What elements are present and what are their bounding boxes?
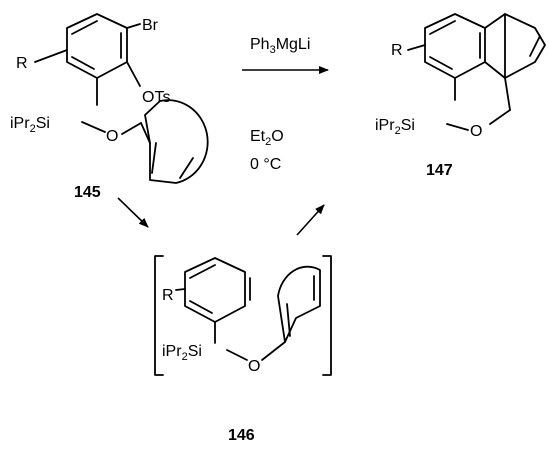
benzene-ring-145 (34, 13, 141, 106)
compound-label-147: 147 (426, 162, 453, 179)
cycloheptadiene-ring-146 (261, 265, 321, 361)
compound-146: R iPr2Si O 146 (154, 255, 332, 444)
oxygen-label: O (106, 128, 118, 145)
compound-147: R iPr2Si O 147 (375, 13, 546, 179)
left-bracket (154, 255, 164, 376)
benzyne-ring-146 (175, 257, 251, 344)
cycloheptadiene-ring-145 (121, 99, 209, 184)
silyl-label: iPr2Si (10, 115, 50, 135)
compound-145: Br R OTs iPr2Si O 145 (10, 13, 209, 201)
r-substituent-label-146: R (162, 287, 174, 304)
tricyclic-ring-147 (407, 13, 546, 125)
oxygen-label-147: O (470, 123, 482, 140)
solvent-label: Et2O (250, 128, 284, 148)
step-arrow-1 (117, 197, 149, 228)
bromine-label: Br (142, 17, 159, 34)
compound-label-145: 145 (74, 184, 101, 201)
silyl-label-146: iPr2Si (162, 343, 202, 363)
step-arrow-2 (296, 204, 325, 236)
silyl-label-147: iPr2Si (375, 117, 415, 137)
r-substituent-label: R (16, 55, 28, 72)
r-substituent-label-147: R (391, 42, 403, 59)
reagent-label: Ph3MgLi (250, 36, 310, 56)
ots-label: OTs (142, 89, 170, 106)
oxygen-label-146: O (248, 358, 260, 375)
temperature-label: 0 °C (250, 156, 281, 173)
right-bracket (322, 255, 332, 376)
compound-label-146: 146 (228, 427, 255, 444)
